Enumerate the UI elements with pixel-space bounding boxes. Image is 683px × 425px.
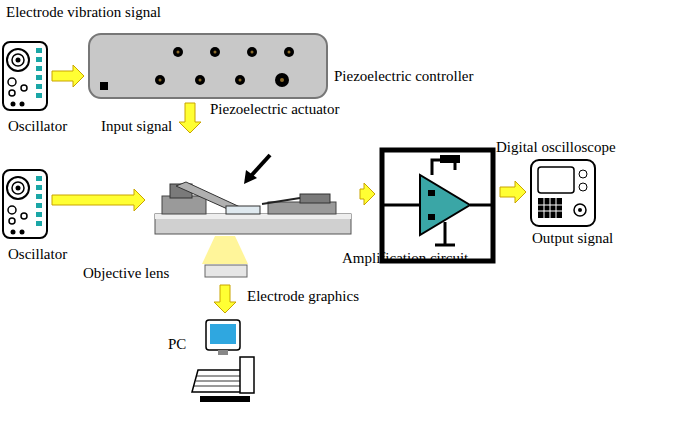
flow-arrow: [500, 181, 526, 203]
edge-label: Input signal: [100, 118, 173, 135]
signal-heading: Electrode vibration signal: [5, 4, 162, 21]
oscillator-icon: [3, 170, 47, 238]
diagram-node: Amplification circuit: [380, 148, 495, 263]
amplifier-label: Amplification circuit: [342, 250, 468, 267]
oscilloscope-icon: [531, 160, 595, 226]
diagram-node: Digital oscilloscope: [531, 160, 595, 226]
flow-arrow: [52, 65, 84, 87]
lens-label: Objective lens: [83, 265, 169, 282]
oscilloscope-label: Digital oscilloscope: [496, 139, 616, 156]
edge-label: Electrode graphics: [246, 288, 360, 305]
stage-setup: [155, 155, 351, 277]
flow-arrow: [179, 103, 201, 133]
pc-icon: [192, 320, 254, 402]
diagram-node: Oscillator: [3, 170, 47, 238]
oscillator-icon: [3, 42, 47, 110]
oscillator-label: Oscillator: [8, 246, 67, 263]
actuator-label: Piezoelectric actuator: [210, 101, 340, 118]
diagram-node: PC: [192, 318, 254, 404]
pc-label: PC: [168, 336, 186, 353]
flow-arrow: [52, 189, 145, 211]
controller-icon: [89, 34, 327, 98]
controller-label: Piezoelectric controller: [334, 68, 474, 85]
edge-label: Output signal: [531, 230, 614, 247]
diagram-node: Oscillator: [3, 42, 47, 110]
amplifier-icon: [382, 150, 493, 261]
flow-arrow: [214, 285, 236, 313]
diagram-node: Piezoelectric controller: [89, 34, 327, 98]
flow-arrow: [360, 183, 375, 205]
diagram-node: Piezoelectric actuatorObjective lens: [150, 138, 355, 280]
oscillator-label: Oscillator: [8, 118, 67, 135]
